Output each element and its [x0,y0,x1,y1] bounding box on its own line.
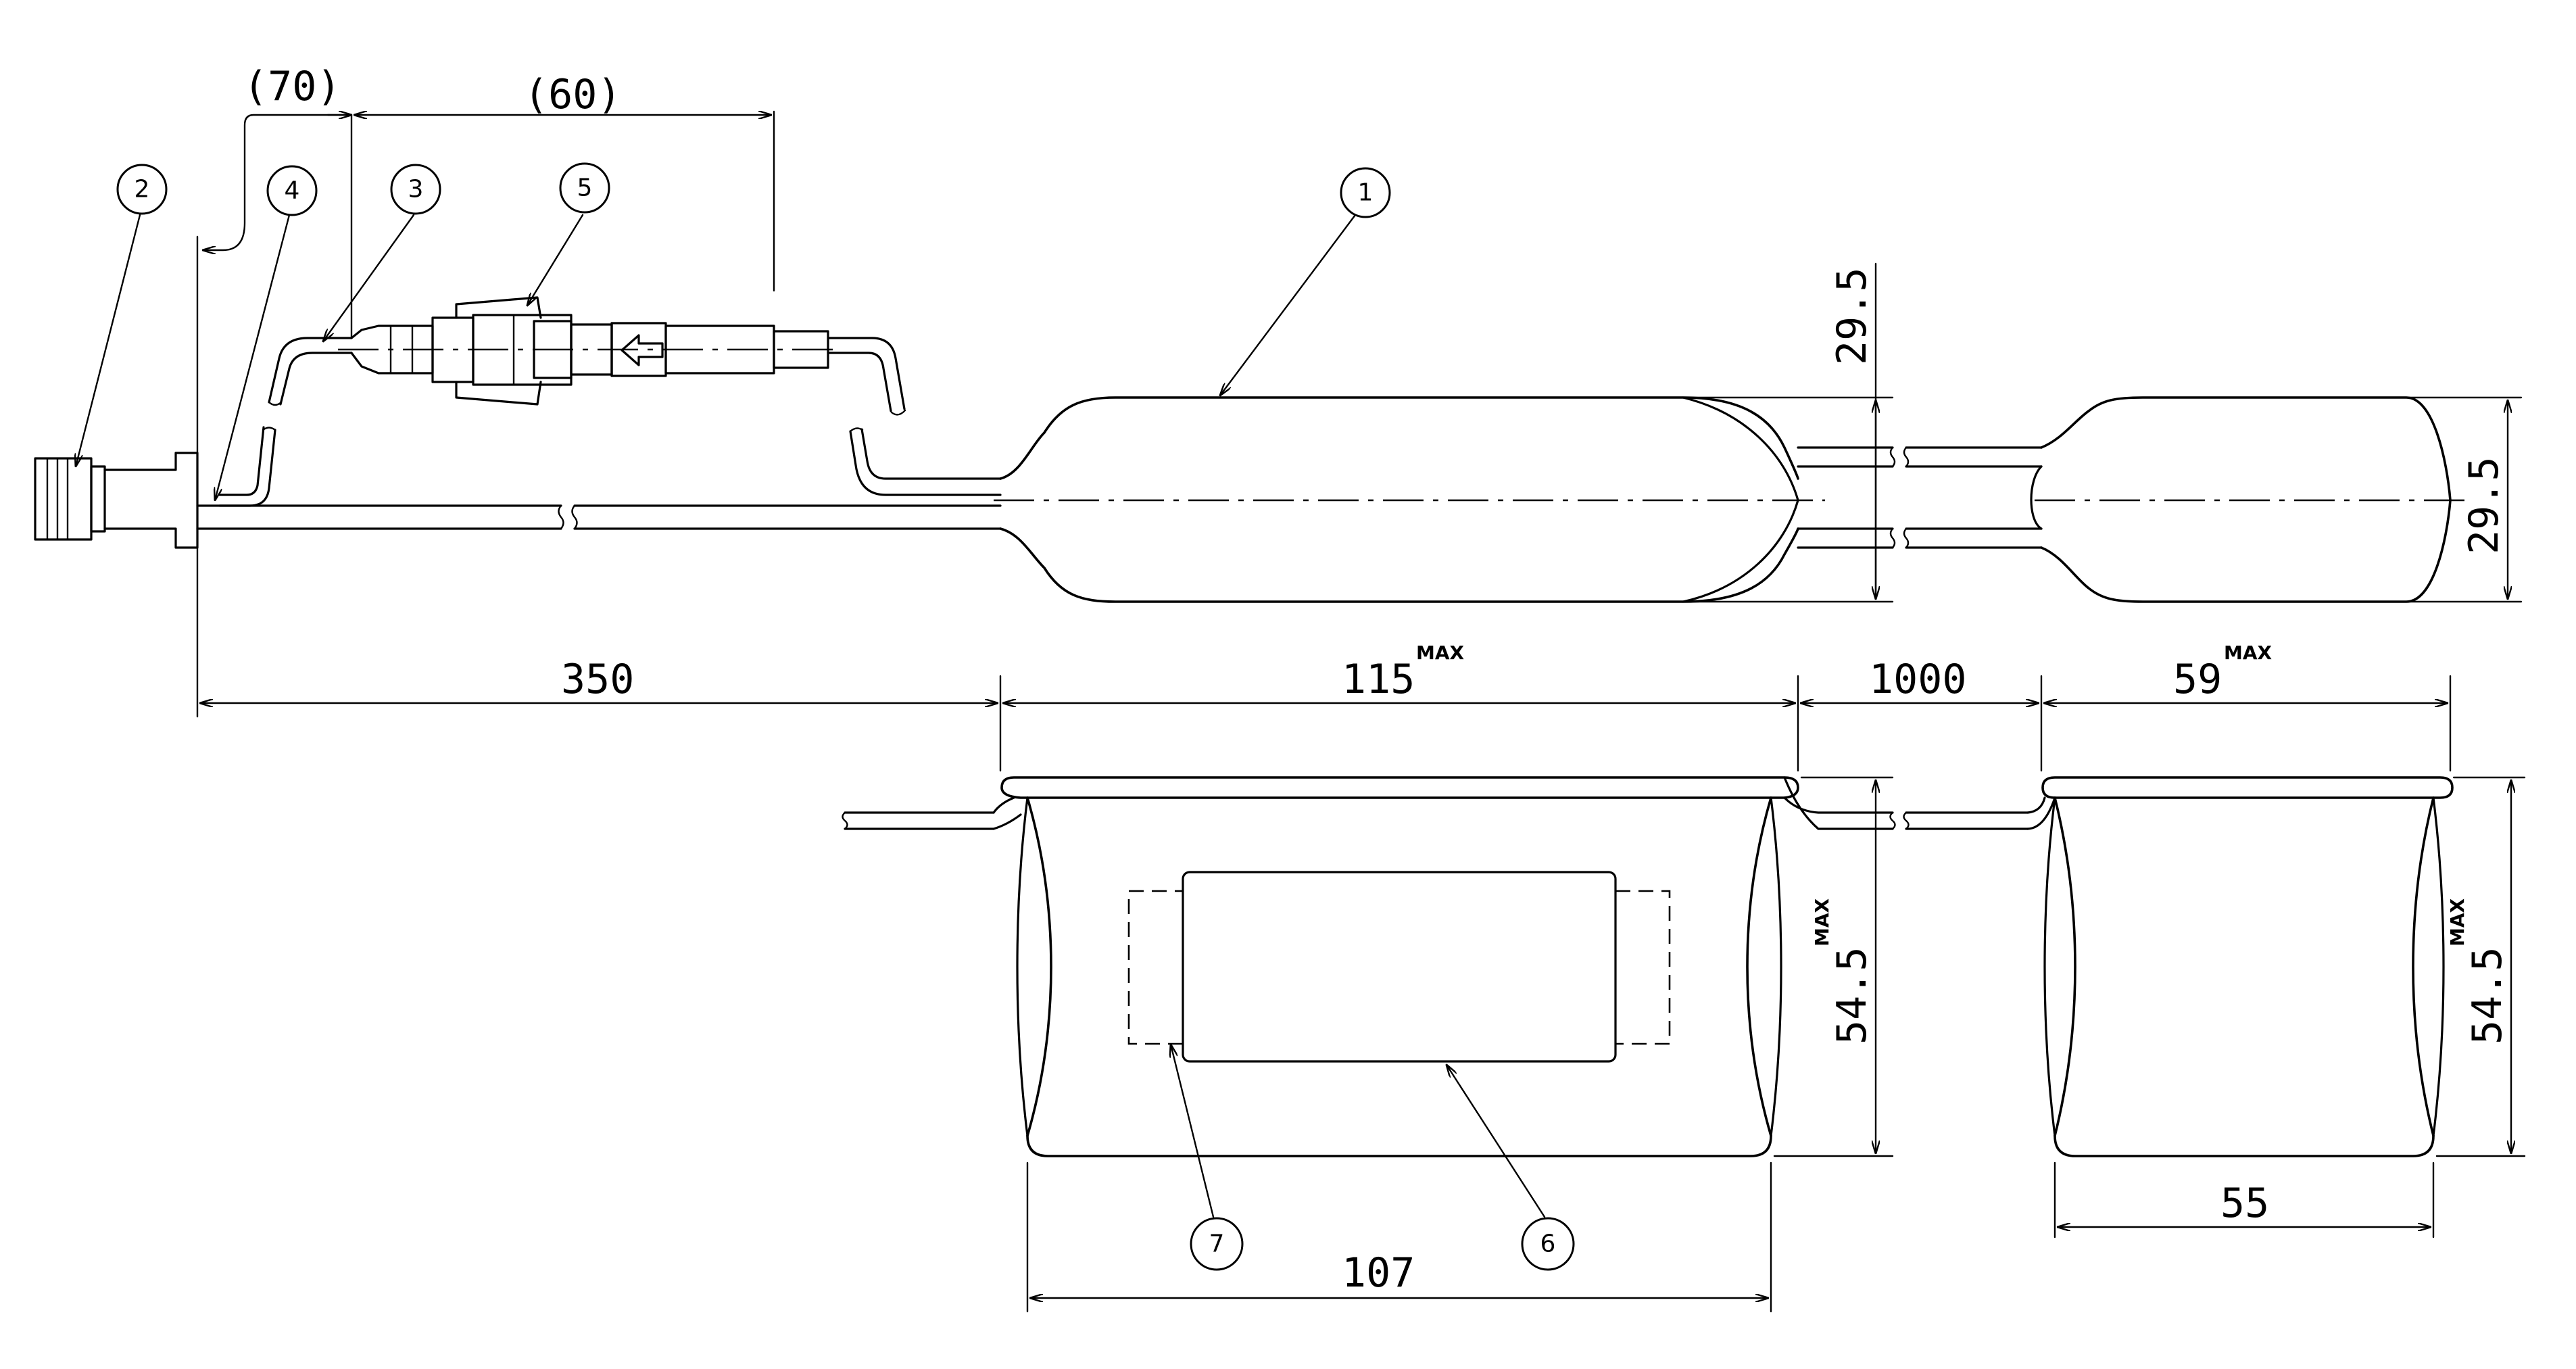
dim-55: 55 [2220,1180,2269,1227]
balloon-5: 5 [559,162,610,214]
dim-115: 115 [1342,656,1415,703]
sensor-body-2 [2030,396,2467,603]
dim-59-max: MAX [2224,642,2273,664]
dim-350: 350 [561,656,634,703]
balloon-5-label: 5 [577,174,593,202]
balloon-1: 1 [1340,167,1391,218]
dimension-texts: (70) (60) 350 115 MAX 1000 59 MAX 29.5 2… [243,63,2511,1297]
dim-115-max: MAX [1416,642,1465,664]
balloon-2: 2 [116,164,168,215]
balloon-3-label: 3 [408,176,424,203]
balloon-3: 3 [390,164,441,215]
sensor-body-1 [994,396,2043,603]
dim-60: (60) [524,71,622,118]
dim-107: 107 [1342,1249,1415,1297]
connector [34,452,199,549]
pad-view-2 [2026,776,2454,1157]
top-view [34,296,2467,603]
dim-29-5-top: 29.5 [1828,268,1876,366]
dim-1000: 1000 [1869,656,1967,703]
balloon-4-label: 4 [285,177,300,205]
item-balloons: 1 2 3 4 5 6 7 [116,162,1575,1271]
balloon-1-label: 1 [1358,179,1374,207]
dim-54-5-pad1: 54.5 [1828,947,1876,1045]
dim-54-5-pad2: 54.5 [2464,947,2511,1045]
valve-body [338,296,838,406]
balloon-7: 7 [1190,1217,1244,1271]
pad-view-1 [1000,776,2029,1157]
dim-59: 59 [2173,656,2222,703]
branch-tube [218,337,1002,507]
dim-54-5-pad2-max: MAX [2446,898,2469,946]
balloon-6-label: 6 [1540,1230,1556,1258]
leader-lines [76,214,1546,1218]
main-cable [196,504,1002,530]
bottom-view [842,776,2454,1157]
dimension-lines [196,110,2526,1313]
dim-29-5-right: 29.5 [2460,457,2508,555]
dim-54-5-pad1-max: MAX [1811,898,1833,946]
balloon-4: 4 [266,165,318,216]
balloon-7-label: 7 [1209,1230,1225,1258]
balloon-2-label: 2 [135,176,150,203]
dim-70: (70) [243,63,341,110]
balloon-6: 6 [1521,1217,1575,1271]
